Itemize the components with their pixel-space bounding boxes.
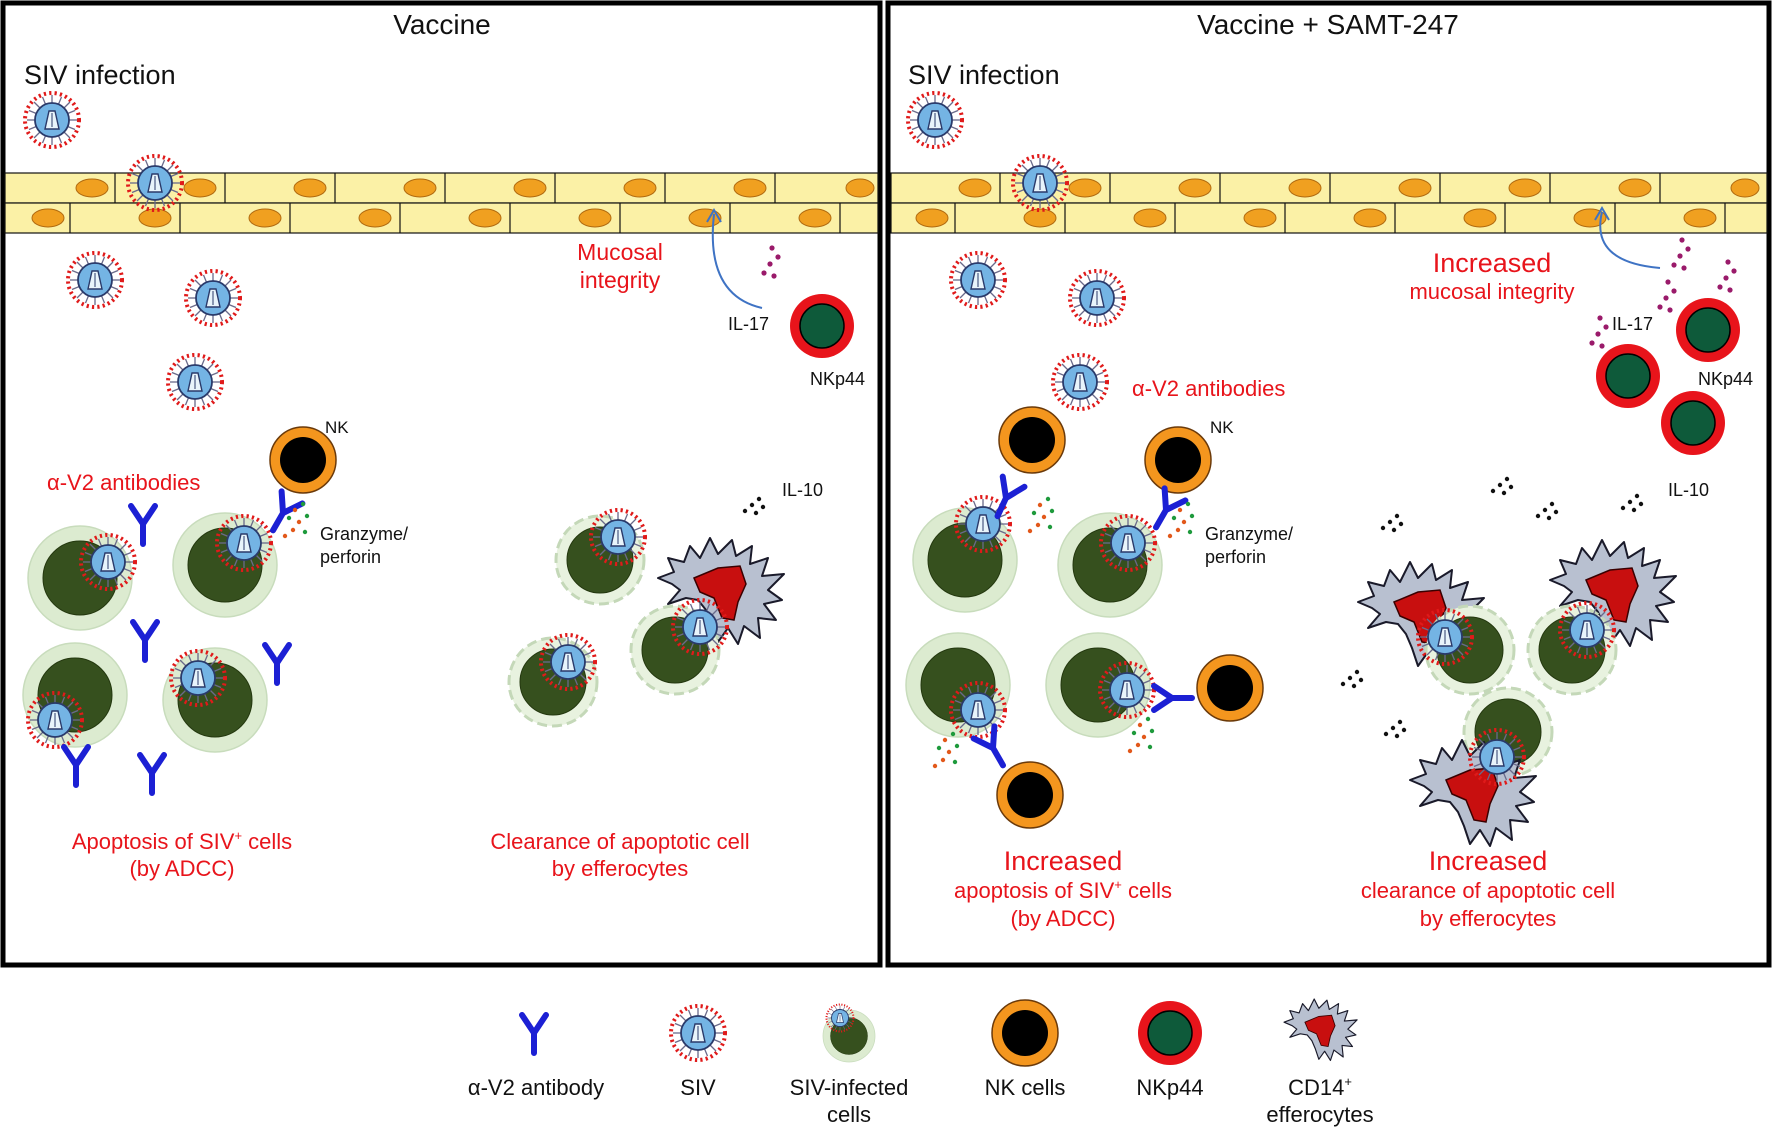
- nk-cell: [996, 761, 1064, 829]
- legend-cd14-label: efferocytes: [1266, 1102, 1373, 1127]
- nkp44-cell: [1675, 297, 1741, 363]
- antibodies-label: α-V2 antibodies: [1132, 376, 1285, 401]
- nk-cell-icon: [991, 999, 1059, 1067]
- arrow-icon: [1599, 211, 1661, 269]
- antibodies-label: α-V2 antibodies: [47, 470, 200, 495]
- clearance-label: clearance of apoptotic cell: [1361, 878, 1615, 903]
- legend-nkp44-label: NKp44: [1136, 1075, 1203, 1100]
- infected-cell: [172, 512, 278, 618]
- antibody-icon: [522, 1015, 546, 1053]
- siv-infection-label: SIV infection: [908, 60, 1060, 90]
- siv-infection-label: SIV infection: [24, 60, 176, 90]
- panel-title: Vaccine: [393, 9, 491, 40]
- apoptosis-label: (by ADCC): [129, 856, 234, 881]
- nk-cell: [1144, 426, 1212, 494]
- clearance-label: Increased: [1429, 846, 1548, 876]
- granzyme-label: Granzyme/: [1205, 524, 1293, 544]
- nkp44-label: NKp44: [1698, 369, 1753, 389]
- infected-cell: [905, 632, 1011, 738]
- infected-cell: [162, 647, 268, 753]
- nk-label: NK: [1210, 418, 1234, 437]
- mucosal-integrity-label: integrity: [580, 267, 661, 293]
- apoptosis-label: apoptosis of SIV+ cells: [954, 877, 1172, 903]
- clearance-label: Clearance of apoptotic cell: [490, 829, 749, 854]
- nkp44-cell: [1595, 343, 1661, 409]
- arrow-icon: [711, 213, 763, 309]
- mucosal-integrity-label: Mucosal: [577, 239, 663, 265]
- il10-label: IL-10: [1668, 480, 1709, 500]
- clearance-label: by efferocytes: [552, 856, 689, 881]
- legend-infected-label: SIV-infected: [790, 1075, 909, 1100]
- legend-cd14-label: CD14+: [1288, 1074, 1352, 1100]
- panel-title: Vaccine + SAMT-247: [1197, 9, 1459, 40]
- nkp44-cell-icon: [1137, 1000, 1203, 1066]
- legend: α-V2 antibody SIV SIV-infected cells NK …: [468, 998, 1374, 1127]
- apoptosis-label: Increased: [1004, 846, 1123, 876]
- nkp44-label: NKp44: [810, 369, 865, 389]
- epithelium-layer: [4, 172, 879, 234]
- legend-nk-label: NK cells: [985, 1075, 1066, 1100]
- mucosal-integrity-label: mucosal integrity: [1409, 279, 1574, 304]
- nkp44-cell: [1660, 390, 1726, 456]
- nkp44-cell: [789, 293, 855, 359]
- apoptosis-label: (by ADCC): [1010, 906, 1115, 931]
- nk-cell: [269, 426, 337, 494]
- perforin-label: perforin: [1205, 547, 1266, 567]
- legend-siv-label: SIV: [680, 1075, 716, 1100]
- siv-virion-icon: [669, 1004, 727, 1062]
- il17-label: IL-17: [1612, 314, 1653, 334]
- clearance-label: by efferocytes: [1420, 906, 1557, 931]
- perforin-label: perforin: [320, 547, 381, 567]
- efferocyte-icon: [1283, 998, 1358, 1062]
- legend-antibody-label: α-V2 antibody: [468, 1075, 604, 1100]
- il17-label: IL-17: [728, 314, 769, 334]
- nk-label: NK: [325, 418, 349, 437]
- infected-cell: [22, 642, 128, 748]
- legend-infected-label: cells: [827, 1102, 871, 1127]
- panel-vaccine-samt247: Vaccine + SAMT-247 SIV infection: [885, 0, 1772, 968]
- mucosal-integrity-label: Increased: [1433, 248, 1552, 278]
- apoptosis-label: Apoptosis of SIV+ cells: [72, 828, 292, 854]
- nk-cell: [998, 406, 1066, 474]
- granzyme-label: Granzyme/: [320, 524, 408, 544]
- nk-cell: [1196, 654, 1264, 722]
- panel-vaccine: Vaccine SIV infection: [0, 0, 883, 968]
- il10-label: IL-10: [782, 480, 823, 500]
